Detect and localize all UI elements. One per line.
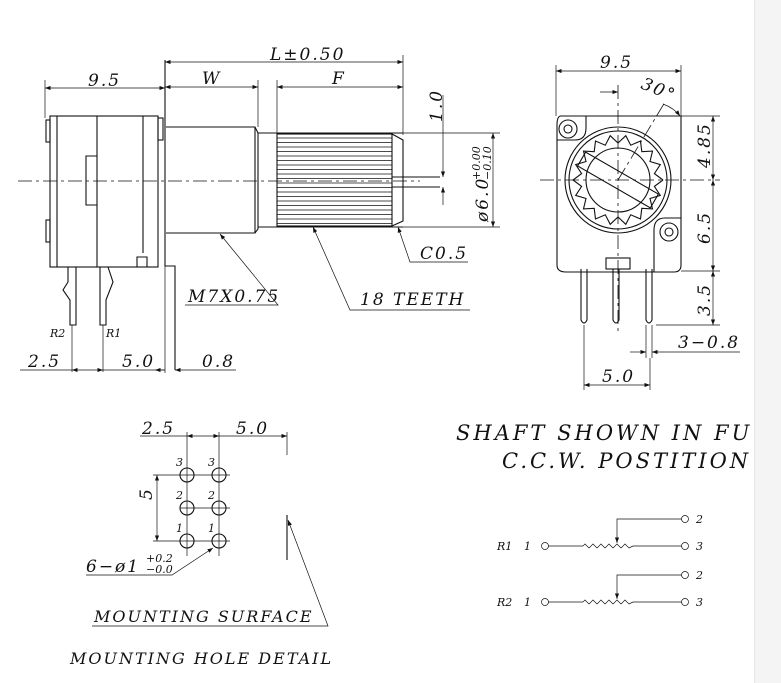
angle-label: 30° [638,74,679,106]
wiper [614,574,682,599]
wiper [614,518,682,543]
r1-pin1-label: 1 [524,540,531,553]
r2-pin2-label: 2 [695,569,703,582]
r1-pin3-label: 3 [696,540,703,553]
dim-left-offset: 2.5 [27,352,61,372]
dim-bracket-thickness: 0.8 [202,352,235,372]
terminal-3 [681,598,689,606]
terminal-1 [541,598,549,606]
gear-teeth [572,134,664,226]
dim-front-width: 9.5 [600,53,633,73]
note-line-2: C.C.W. POSTITION [502,449,751,473]
r1-label: R1 [496,540,512,553]
hole-pin-label: 1 [176,522,183,535]
r2-label: R2 [496,596,512,609]
dim-body-width: 9.5 [88,71,121,91]
hole-pin-label: 3 [208,456,215,469]
shaft-tol-upper: +0.00 [470,146,483,180]
dim-knurl-length: F [331,69,346,89]
dim-overall-length: L±0.50 [269,45,345,65]
hole-pin-label: 2 [207,489,215,502]
page-scrollbar-strip [754,0,781,683]
terminal-1 [541,542,549,550]
hole-pin-label: 2 [175,489,183,502]
chamfer-label: C0.5 [420,244,468,264]
mounting-hole-detail-title: MOUNTING HOLE DETAIL [69,649,333,668]
hole-pin-label: 1 [208,522,215,535]
r2-pin1-label: 1 [524,596,531,609]
hole-dim-vertical: 5 [137,487,157,500]
front-view: 9.5 30° 4.85 6.5 3.5 3−0.8 5.0 [540,53,740,390]
resistor-zigzag [582,599,634,605]
dim-pin-length: 3.5 [695,283,715,316]
dim-upper-height: 4.85 [695,122,715,169]
hole-tol-upper: +0.2 [146,552,173,565]
mounting-surface-label: MOUNTING SURFACE [93,607,314,626]
mounting-hole-detail: 2.5 5.0 5 3 3 2 2 1 1 6−ø1 +0.2 −0.0 MOU… [69,419,333,668]
teeth-label: 18 TEETH [360,290,465,310]
dim-pin-width: 3−0.8 [678,333,740,353]
resistor-zigzag [582,543,634,549]
pin-label-r2: R2 [49,327,65,340]
hole-spec: 6−ø1 [86,557,140,577]
hole-tol-lower: −0.0 [146,563,173,576]
dim-lower-height: 6.5 [695,211,715,244]
dim-shaft-diameter: ø6.0 [473,177,493,223]
dim-front-pin-pitch: 5.0 [602,367,635,387]
terminal-2 [681,571,689,579]
r1-pin2-label: 2 [695,513,703,526]
dim-pin-pitch: 5.0 [122,352,155,372]
dim-flat-depth: 1.0 [427,89,447,122]
dim-bushing-length: W [202,69,221,89]
terminal-2 [681,515,689,523]
side-view: 9.5 L±0.50 W F 1.0 ø6.0 +0.00 −0.10 C0.5… [18,45,500,373]
r2-pin3-label: 3 [696,596,703,609]
pin-label-r1: R1 [105,327,121,340]
hole-dim-a: 2.5 [141,419,175,439]
shaft-tol-lower: −0.10 [481,146,494,180]
note-line-1: SHAFT SHOWN IN FU [456,421,752,445]
terminal-3 [681,542,689,550]
thread-label: M7X0.75 [187,287,280,307]
hole-pin-label: 3 [176,456,183,469]
hole-dim-b: 5.0 [236,419,269,439]
schematic: R1 R2 1 1 2 3 2 3 [496,513,703,609]
